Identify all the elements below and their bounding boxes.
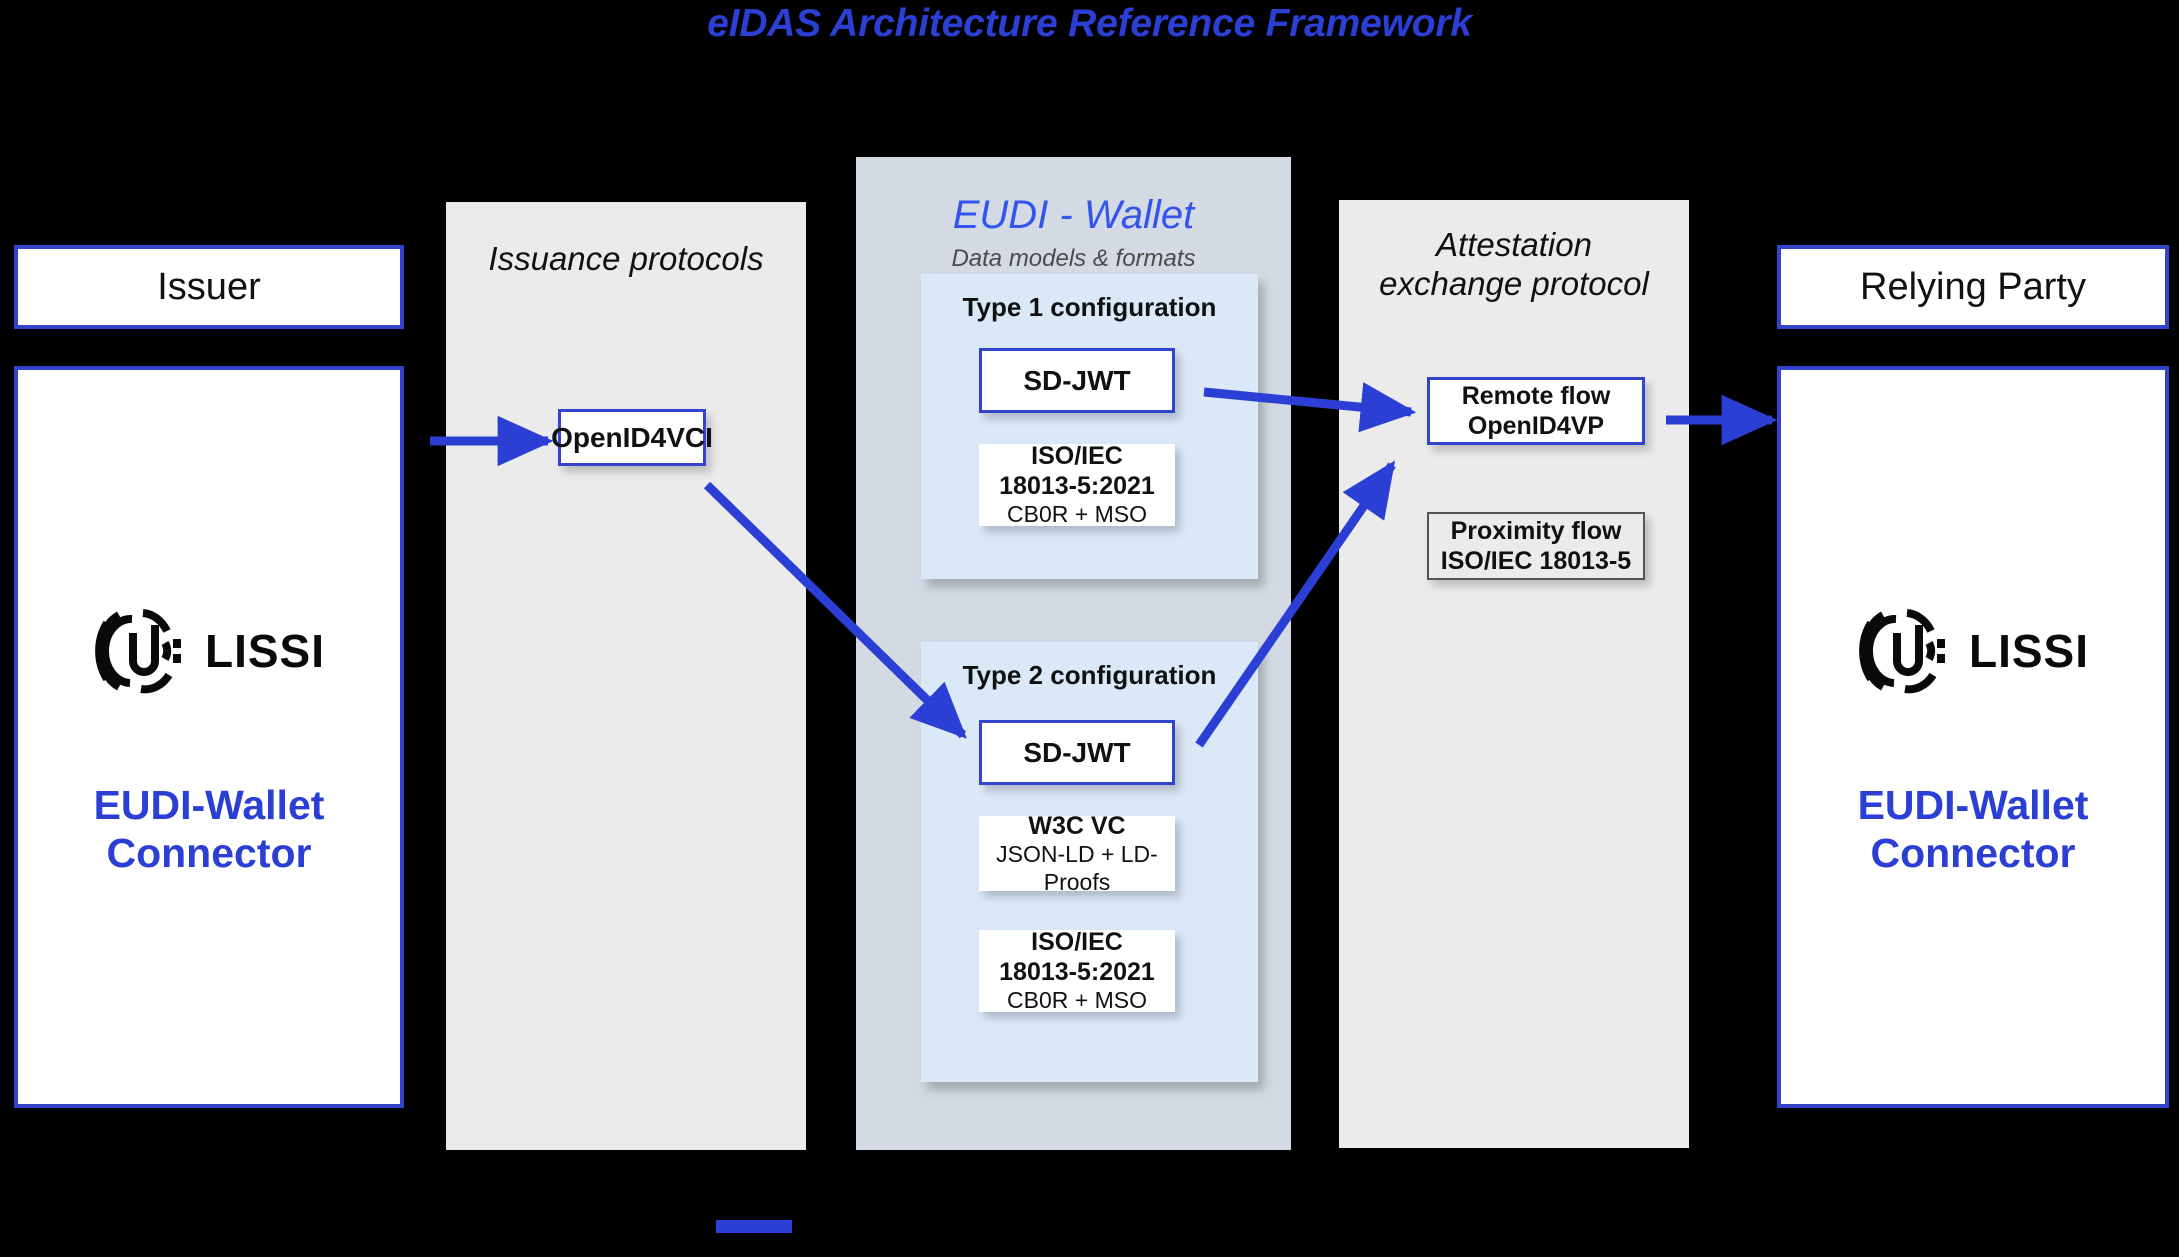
type-1-configuration-box: Type 1 configuration (921, 274, 1258, 579)
issuer-connector-label: EUDI-Wallet Connector (94, 781, 325, 878)
relying-party-lissi-wordmark: LISSI (1968, 624, 2090, 677)
issuer-connector-line2: Connector (106, 830, 312, 876)
attestation-item-proximity-flow[interactable]: Proximity flow ISO/IEC 18013-5 (1427, 512, 1645, 580)
attestation-exchange-title-line2: exchange protocol (1379, 264, 1649, 302)
attestation-item-proximity-flow-line1: Proximity flow (1450, 517, 1622, 545)
eudi-wallet-title: EUDI - Wallet (952, 193, 1195, 237)
relying-party-connector-line1: EUDI-Wallet (1857, 781, 2089, 828)
issuer-header-box: Issuer (14, 245, 404, 329)
issuer-body-panel: LISSI EUDI-Wallet Connector (14, 366, 404, 1108)
attestation-exchange-title-line1: Attestation (1436, 226, 1592, 263)
relying-party-body-panel: LISSI EUDI-Wallet Connector (1777, 366, 2169, 1108)
type-1-item-iso-18013-line2: 18013-5:2021 (999, 472, 1155, 501)
issuer-connector-line1: EUDI-Wallet (93, 781, 325, 828)
type-1-item-iso-18013-line1: ISO/IEC (1031, 442, 1123, 471)
bottom-accent-bar (716, 1220, 792, 1233)
issuer-header-label: Issuer (157, 265, 261, 308)
type-1-item-iso-18013-line3: CB0R + MSO (1007, 501, 1147, 528)
attestation-item-remote-flow[interactable]: Remote flow OpenID4VP (1427, 377, 1645, 445)
relying-party-header-label: Relying Party (1860, 265, 2086, 308)
type-2-item-iso-18013-line1: ISO/IEC (1031, 928, 1123, 957)
relying-party-header-box: Relying Party (1777, 245, 2169, 329)
issuance-protocols-column (446, 202, 806, 1150)
type-1-item-iso-18013: ISO/IEC 18013-5:2021 CB0R + MSO (979, 442, 1175, 528)
type-2-item-sd-jwt[interactable]: SD-JWT (979, 720, 1175, 785)
issuer-lissi-logo: LISSI (93, 597, 325, 705)
attestation-item-proximity-flow-line2: ISO/IEC 18013-5 (1440, 547, 1632, 575)
relying-party-connector-label: EUDI-Wallet Connector (1858, 781, 2089, 878)
issuance-protocols-title: Issuance protocols (488, 240, 764, 277)
attestation-exchange-column (1339, 200, 1689, 1148)
type-2-item-w3c-vc: W3C VC JSON-LD + LD-Proofs (979, 812, 1175, 895)
attestation-exchange-title: Attestation exchange protocol (1339, 226, 1689, 304)
relying-party-connector-line2: Connector (1870, 830, 2076, 876)
type-1-item-sd-jwt-label: SD-JWT (1023, 364, 1131, 396)
page-title: eIDAS Architecture Reference Framework (707, 2, 1472, 45)
lissi-fingerprint-icon (95, 608, 181, 693)
attestation-item-remote-flow-line1: Remote flow (1461, 382, 1611, 410)
type-2-item-iso-18013-line3: CB0R + MSO (1007, 987, 1147, 1014)
type-2-configuration-title: Type 2 configuration (962, 660, 1217, 690)
type-2-item-w3c-vc-line2: JSON-LD + LD-Proofs (996, 840, 1158, 895)
relying-party-lissi-logo: LISSI (1857, 597, 2089, 705)
attestation-item-remote-flow-line2: OpenID4VP (1467, 412, 1605, 440)
type-2-item-sd-jwt-label: SD-JWT (1023, 736, 1131, 768)
type-2-item-iso-18013-line2: 18013-5:2021 (999, 958, 1155, 987)
type-1-item-sd-jwt[interactable]: SD-JWT (979, 348, 1175, 413)
issuance-item-openid4vci-label: OpenID4VCI (551, 421, 713, 453)
type-2-item-w3c-vc-line1: W3C VC (1028, 811, 1126, 840)
eudi-wallet-subtitle: Data models & formats (951, 245, 1196, 272)
type-2-item-iso-18013: ISO/IEC 18013-5:2021 CB0R + MSO (979, 928, 1175, 1014)
type-1-configuration-title: Type 1 configuration (962, 292, 1217, 322)
issuance-item-openid4vci[interactable]: OpenID4VCI (551, 409, 713, 466)
issuer-lissi-wordmark: LISSI (204, 624, 326, 677)
lissi-fingerprint-icon (1859, 608, 1945, 693)
